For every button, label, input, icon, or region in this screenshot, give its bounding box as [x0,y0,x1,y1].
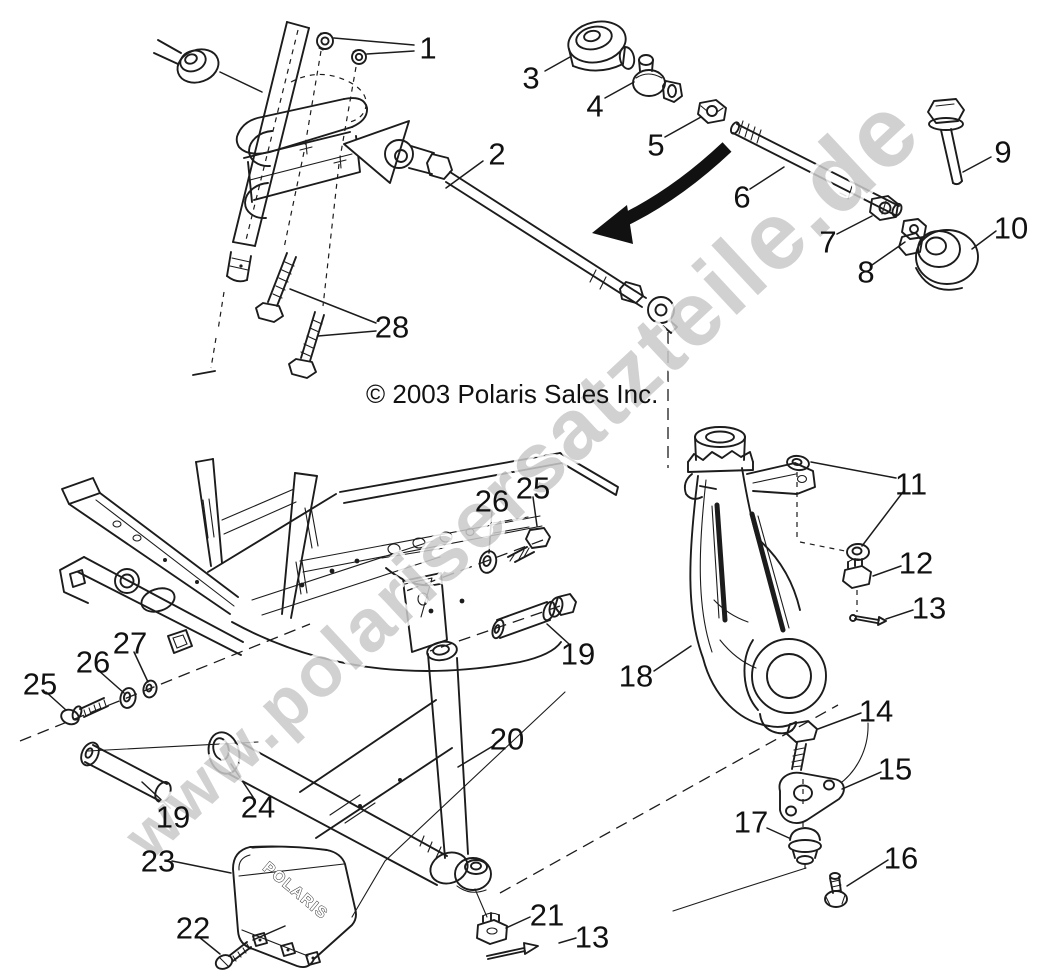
washers-11 [786,454,870,561]
a-arm-20 [207,640,492,918]
rod-end-3 [567,20,636,72]
callout-13-bottom: 13 [574,919,610,955]
callout-24: 24 [240,789,276,825]
cotter-pin-13-bottom [486,942,539,960]
castle-nut-12 [842,558,872,612]
bolt-25-left [60,697,109,726]
callout-1: 1 [419,30,437,66]
callout-10: 10 [993,210,1029,246]
curved-direction-arrow [592,142,732,244]
callout-19-left: 19 [155,799,191,835]
callout-6: 6 [733,179,751,215]
callout-19-right: 19 [560,636,596,672]
callout-4: 4 [586,88,604,124]
washer-26-top [478,550,498,574]
jam-nut-7 [869,195,899,221]
callout-22: 22 [175,910,211,946]
flange-bolt-9 [927,98,965,186]
joint-4 [632,54,683,103]
castle-nut-21 [476,912,508,945]
handlebar-clamp-bushing [153,39,263,93]
cotter-pin-13-right [849,614,887,626]
callout-25-top: 25 [515,470,551,506]
callout-13-right: 13 [911,590,947,626]
callout-25-left: 25 [22,666,58,702]
tie-rod-2 [384,139,678,468]
tie-rod-6 [729,120,903,218]
callout-7: 7 [819,224,837,260]
polaris-logo-text: POLARIS [259,859,331,923]
callout-18: 18 [618,658,654,694]
flange-nuts-1 [299,32,367,169]
callout-26-left: 26 [75,644,111,680]
callout-2: 2 [488,136,506,172]
callout-16: 16 [883,840,919,876]
bolt-14 [786,720,869,786]
steering-column [192,21,310,376]
callout-28: 28 [374,309,410,345]
callout-20: 20 [489,721,525,757]
callout-27: 27 [112,625,148,661]
ball-joint-17 [672,827,822,912]
plate-15 [778,771,845,827]
callout-11: 11 [894,466,928,502]
pivot-bolt-19-right [491,593,577,640]
screw-22 [214,925,286,970]
callout-14: 14 [858,693,894,729]
bushing-tube-19-left [80,741,259,803]
steering-mount-plate [235,73,368,219]
callout-26-top: 26 [474,483,510,519]
callout-12: 12 [898,545,934,581]
leader-lines [45,37,997,955]
bolts-28 [255,151,340,379]
callout-3: 3 [522,60,540,96]
callout-15: 15 [877,751,913,787]
callout-5: 5 [647,127,665,163]
callout-23: 23 [140,843,176,879]
callout-21: 21 [529,897,565,933]
washer-27 [142,679,158,699]
bolt-16 [824,872,848,908]
callout-9: 9 [994,134,1012,170]
copyright-text: © 2003 Polaris Sales Inc. [366,379,659,409]
steering-knuckle-18 [683,426,827,735]
callout-8: 8 [857,254,875,290]
callout-17: 17 [733,804,769,840]
jam-nut-5 [697,99,727,124]
washer-26-left [119,687,137,709]
bolt-25-top [507,527,551,563]
frame [59,452,619,672]
